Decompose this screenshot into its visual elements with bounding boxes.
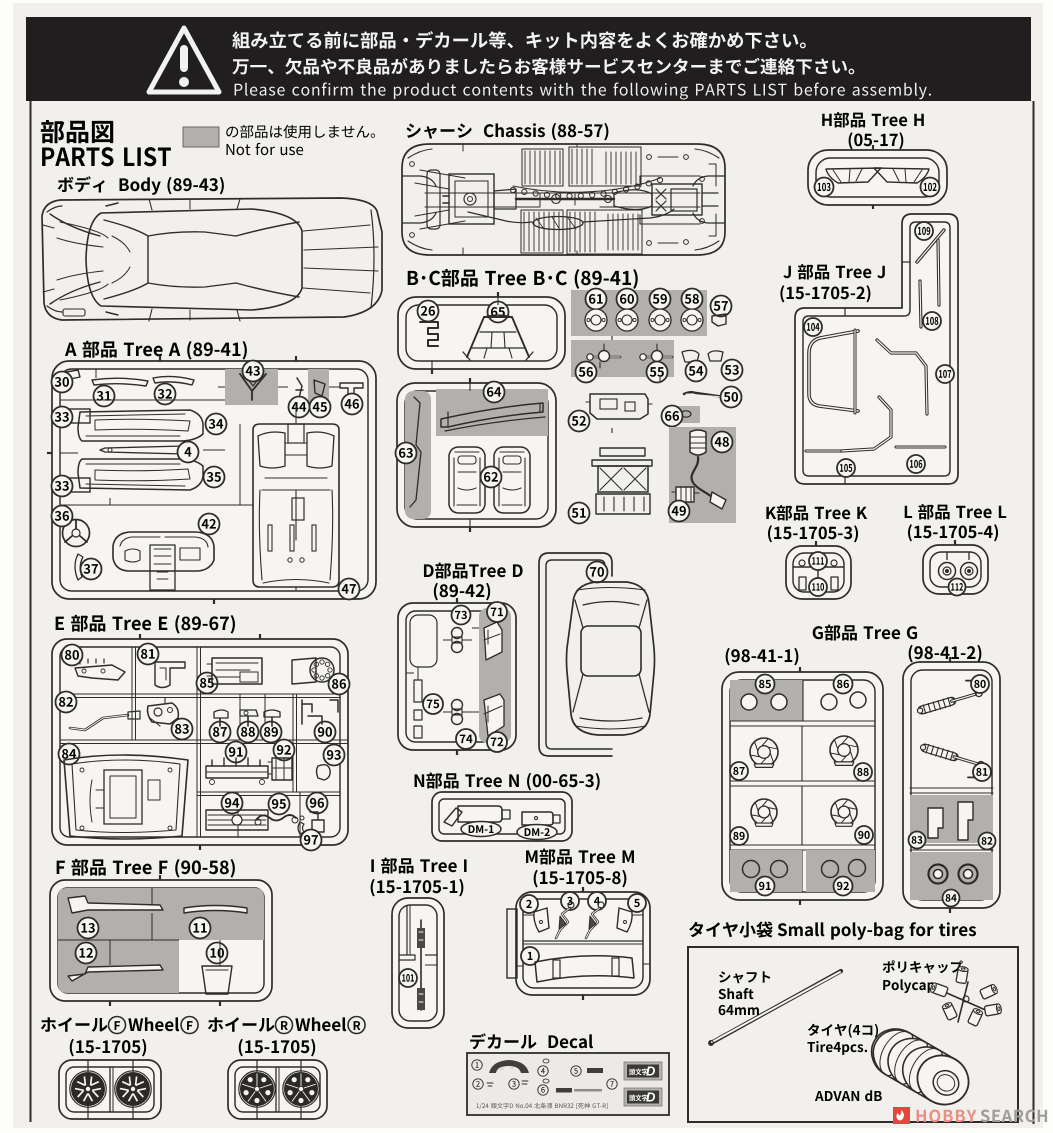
svg-text:D: D bbox=[646, 1064, 656, 1079]
svg-text:D: D bbox=[646, 1090, 656, 1105]
